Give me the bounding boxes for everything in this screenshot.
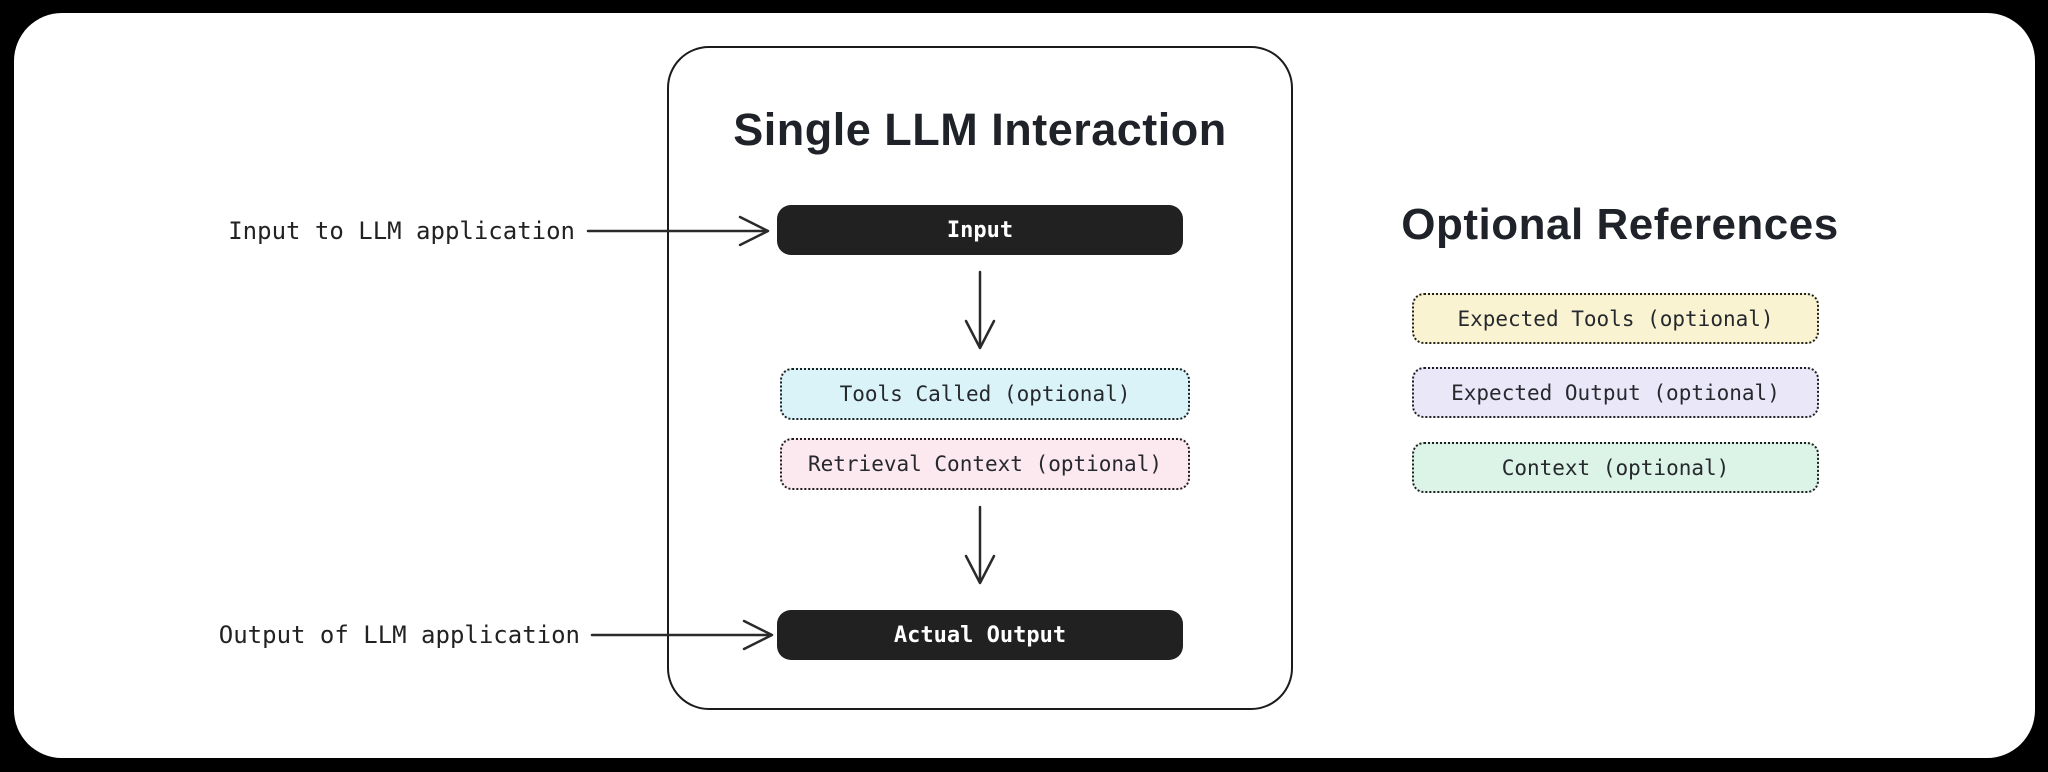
- output-annotation-label: Output of LLM application: [218, 621, 580, 649]
- optional-references-title: Optional References: [1401, 200, 1839, 249]
- diagram-title: Single LLM Interaction: [733, 104, 1227, 155]
- actual-output-node: Actual Output: [777, 610, 1183, 660]
- tools-called-node: Tools Called (optional): [780, 368, 1190, 420]
- reference-item-context: Context (optional): [1412, 442, 1819, 493]
- reference-item-expected-tools: Expected Tools (optional): [1412, 293, 1819, 344]
- input-node: Input: [777, 205, 1183, 255]
- input-annotation-label: Input to LLM application: [228, 217, 575, 245]
- reference-item-expected-output: Expected Output (optional): [1412, 367, 1819, 418]
- retrieval-context-node: Retrieval Context (optional): [780, 438, 1190, 490]
